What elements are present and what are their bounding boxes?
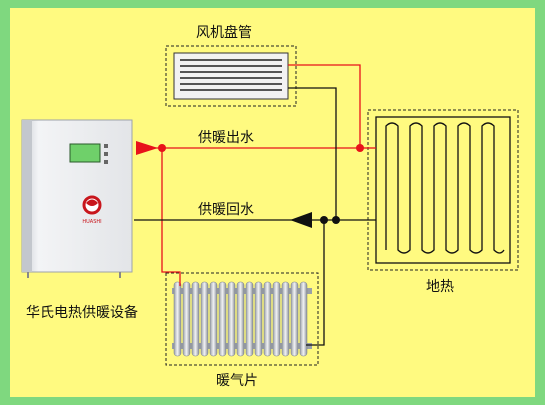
return-water-label: 供暖回水 xyxy=(198,202,254,218)
fan-coil-icon xyxy=(173,52,289,100)
equipment-label: 华氏电热供暖设备 xyxy=(26,305,138,321)
floor-heating-label: 地热 xyxy=(426,279,454,295)
fan-coil-box xyxy=(165,45,297,107)
supply-flow-arrow xyxy=(136,141,158,155)
return-junction-dot xyxy=(320,216,328,224)
brand-text: HUASHI xyxy=(82,219,101,225)
supply-lines xyxy=(148,64,376,286)
floor-heating-box xyxy=(367,109,519,271)
return-flow-arrow xyxy=(290,212,312,228)
boiler-unit-icon: HUASHI xyxy=(21,119,133,278)
supply-water-label: 供暖出水 xyxy=(198,130,254,146)
fan-coil-label: 风机盘管 xyxy=(196,25,252,41)
radiator-label: 暖气片 xyxy=(216,373,258,389)
radiator-icon xyxy=(172,281,312,357)
supply-junction-dot xyxy=(356,144,364,152)
supply-junction-dot xyxy=(158,144,166,152)
return-junction-dot xyxy=(332,216,340,224)
floor-heating-coil-icon xyxy=(375,116,511,264)
radiator-box xyxy=(165,272,319,366)
